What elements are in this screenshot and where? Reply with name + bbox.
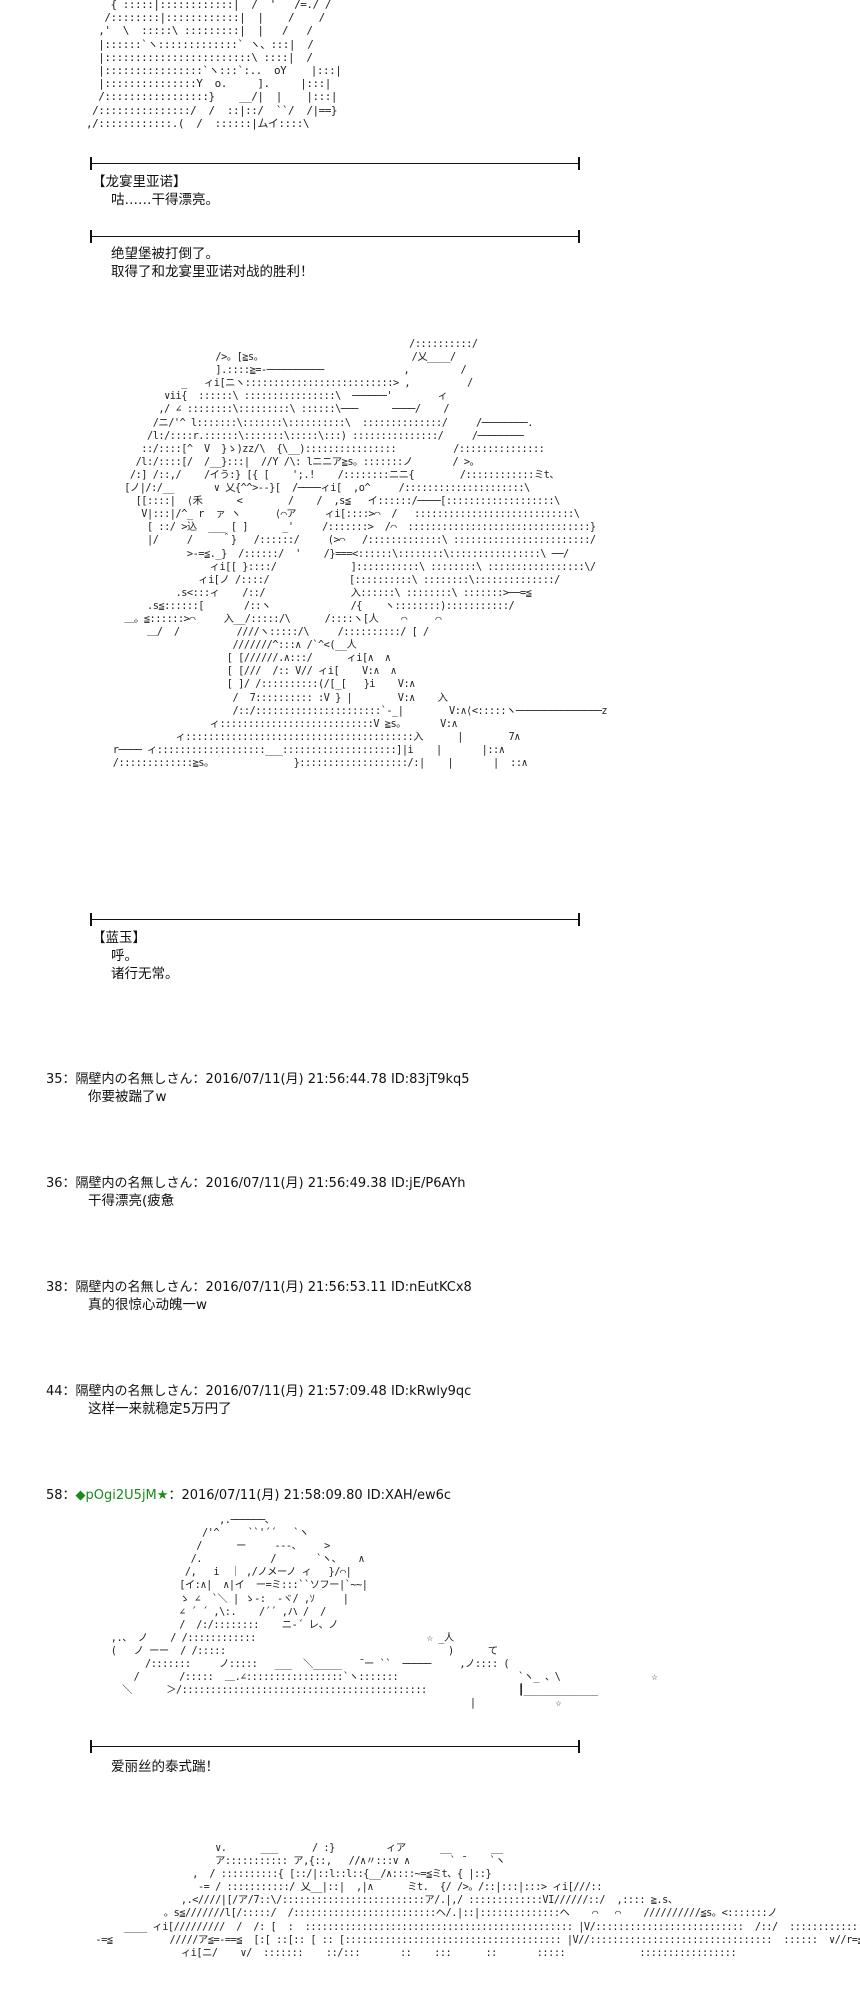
post-header: 38：隔壁内の名無しさん：2016/07/11(月) 21:56:53.11 I… bbox=[46, 1280, 472, 1295]
dialogue-line: 咕……干得漂亮。 bbox=[111, 192, 219, 208]
ascii-art-bottom: ∨. ___ / :} ィア __ __ ア::::::::::: ア,{::,… bbox=[95, 1842, 860, 1959]
separator-line bbox=[90, 1740, 580, 1753]
post-body: 干得漂亮(疲惫 bbox=[88, 1193, 175, 1209]
post-meta: ：2016/07/11(月) 21:58:09.80 ID:XAH/ew6c bbox=[168, 1488, 452, 1503]
speaker-name: 【蓝玉】 bbox=[92, 930, 146, 946]
separator-line bbox=[90, 913, 580, 926]
separator-line bbox=[90, 230, 580, 243]
ascii-art-alice-kick: ,.──────、 /'^ ``'´´ `ヽ / ー ---、 > /. / `… bbox=[110, 1514, 658, 1710]
dialogue-line: 诸行无常。 bbox=[111, 966, 179, 982]
separator-line bbox=[90, 157, 580, 170]
narration-line: 取得了和龙宴里亚诺对战的胜利！ bbox=[111, 264, 314, 280]
post-number: 58： bbox=[46, 1488, 76, 1503]
post-body: 你要被踹了w bbox=[88, 1089, 167, 1105]
post-header: 35：隔壁内の名無しさん：2016/07/11(月) 21:56:44.78 I… bbox=[46, 1072, 470, 1087]
dialogue-line: 爱丽丝的泰式踹！ bbox=[111, 1759, 219, 1775]
post-header: 44：隔壁内の名無しさん：2016/07/11(月) 21:57:09.48 I… bbox=[46, 1384, 472, 1399]
post-body: 真的很惊心动魄一w bbox=[88, 1297, 208, 1313]
post-header: 36：隔壁内の名無しさん：2016/07/11(月) 21:56:49.38 I… bbox=[46, 1176, 466, 1191]
star-icon: ★ bbox=[156, 1488, 169, 1503]
speaker-name: 【龙宴里亚诺】 bbox=[92, 174, 187, 190]
ascii-art-battle-scene: /::::::::::/ />。[≧s。 /乂____/ ].::::≧=-──… bbox=[112, 338, 608, 769]
author-post-header: 58：◆pOgi2U5jM★：2016/07/11(月) 21:58:09.80… bbox=[46, 1487, 451, 1504]
ascii-art-top: { :::::|::::::::::::| / ' /=./ / /::::::… bbox=[86, 0, 342, 130]
author-trip[interactable]: ◆pOgi2U5jM bbox=[75, 1488, 157, 1503]
post-body: 这样一来就稳定5万円了 bbox=[88, 1401, 232, 1417]
dialogue-line: 呼。 bbox=[111, 948, 138, 964]
narration-line: 绝望堡被打倒了。 bbox=[111, 246, 219, 262]
